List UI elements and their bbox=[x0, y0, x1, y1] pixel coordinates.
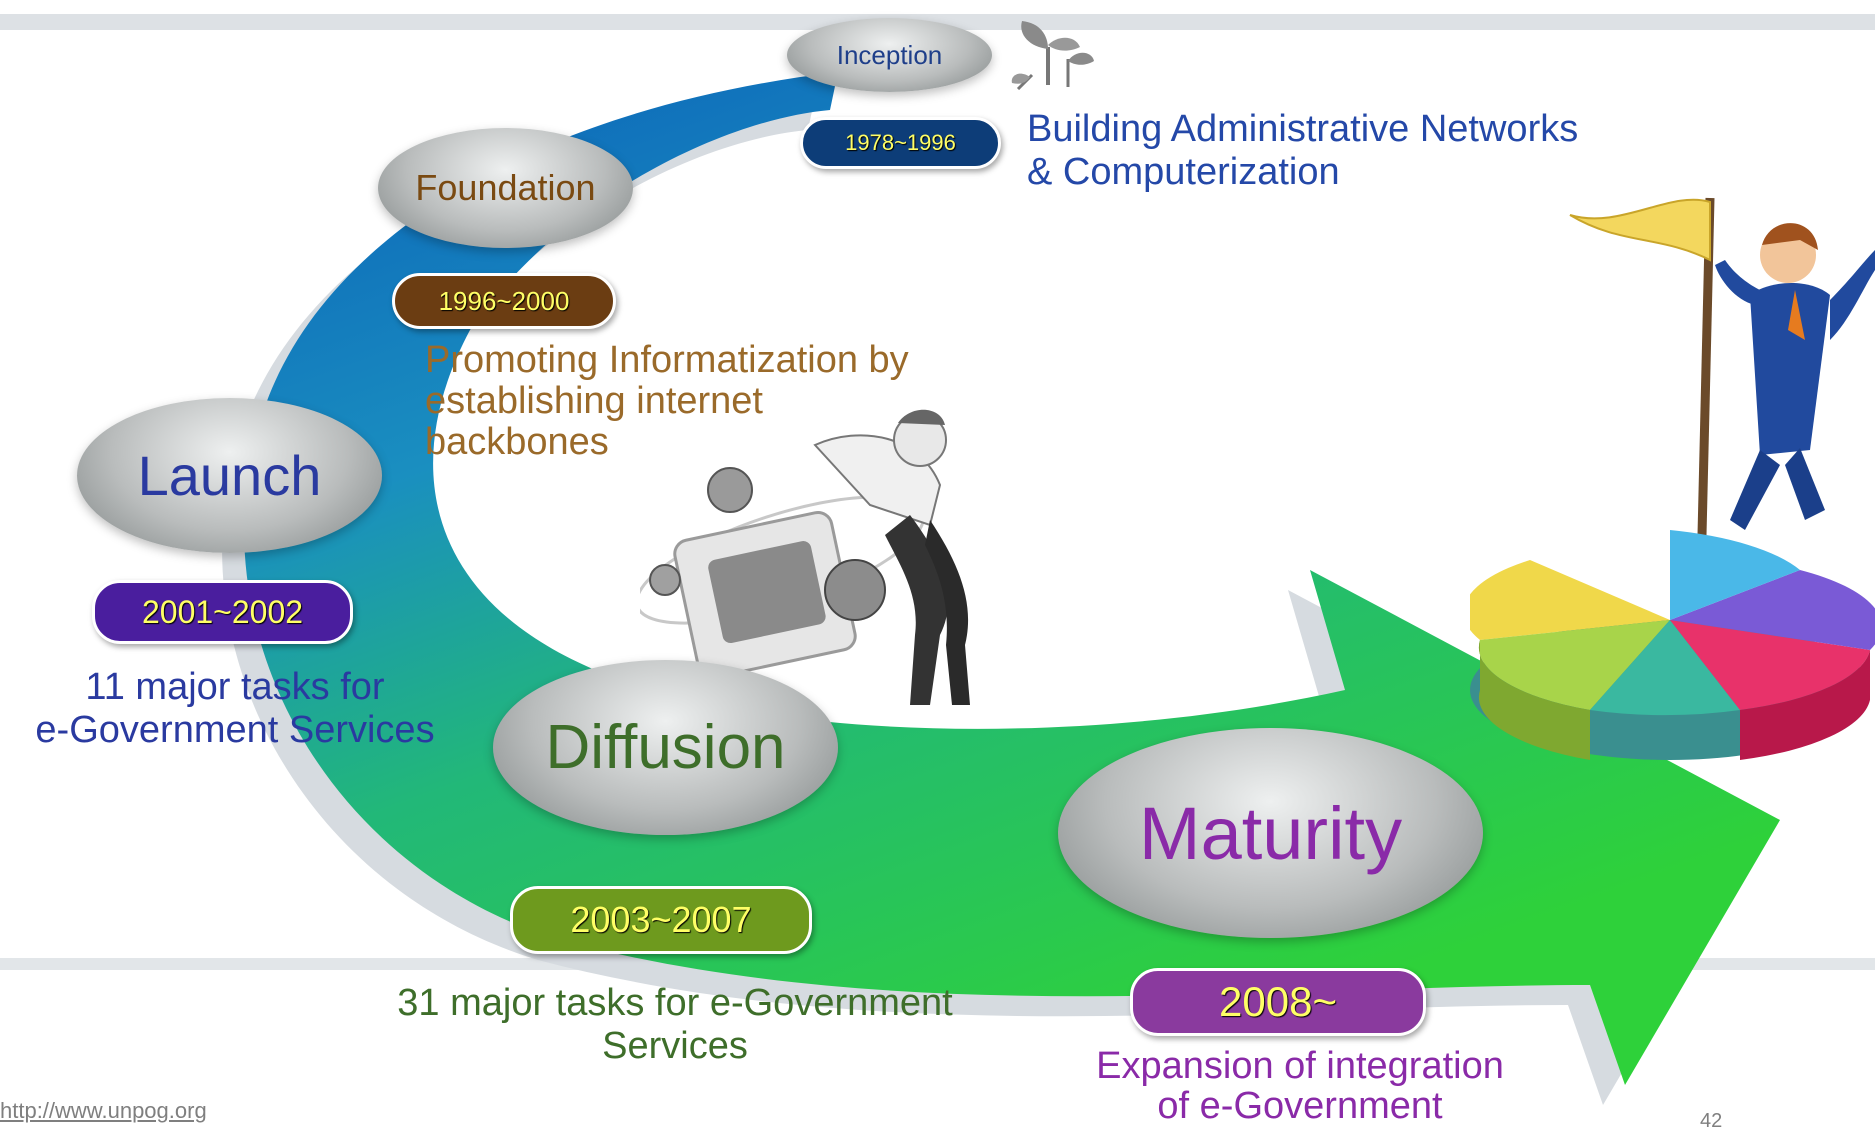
stage-maturity-label: Maturity bbox=[1138, 791, 1403, 875]
stage-inception-description: Building Administrative Networks & Compu… bbox=[1027, 108, 1578, 193]
stage-maturity-period-text: 2008~ bbox=[1219, 978, 1337, 1025]
stage-foundation-description: Promoting Informatization by establishin… bbox=[425, 339, 909, 464]
stage-diffusion-period: 2003~2007 bbox=[510, 886, 812, 954]
stage-foundation-description-line-1: Promoting Informatization by bbox=[425, 339, 909, 381]
stage-launch-period: 2001~2002 bbox=[92, 580, 353, 644]
stage-launch-description-line-2: e-Government Services bbox=[35, 708, 435, 751]
stage-diffusion-label: Diffusion bbox=[545, 713, 786, 782]
stage-launch-label: Launch bbox=[137, 444, 322, 507]
stage-inception-period: 1978~1996 bbox=[800, 117, 1001, 169]
stage-inception-description-line-1: Building Administrative Networks bbox=[1027, 108, 1579, 150]
stage-inception-ellipse: Inception bbox=[787, 18, 992, 92]
stage-inception-description-line-2: & Computerization bbox=[1027, 150, 1340, 193]
stage-foundation-period-text: 1996~2000 bbox=[438, 285, 570, 316]
man-computer-globe-icon bbox=[640, 409, 970, 705]
sprout-icon bbox=[1011, 21, 1094, 90]
stage-foundation-description-line-2: establishing internet bbox=[425, 380, 763, 423]
stage-diffusion-description: 31 major tasks for e-Government Services bbox=[330, 982, 1020, 1067]
footer-link[interactable]: http://www.unpog.org bbox=[0, 1098, 207, 1123]
stage-launch-description-line-1: 11 major tasks for bbox=[85, 666, 385, 708]
stage-diffusion-description-line-1: 31 major tasks for e-Government bbox=[397, 982, 953, 1024]
stage-diffusion-period-text: 2003~2007 bbox=[570, 899, 752, 940]
stage-diffusion-description-line-2: Services bbox=[602, 1024, 748, 1067]
stage-maturity-description: Expansion of integration of e-Government bbox=[1040, 1046, 1560, 1127]
stage-inception-period-text: 1978~1996 bbox=[845, 130, 956, 155]
stage-launch-period-text: 2001~2002 bbox=[141, 593, 304, 630]
businessman-flag-icon bbox=[1569, 197, 1875, 536]
stage-maturity-period: 2008~ bbox=[1130, 968, 1426, 1036]
stage-launch-description: 11 major tasks for e-Government Services bbox=[0, 666, 470, 751]
stage-diffusion-ellipse: Diffusion bbox=[493, 660, 838, 835]
stage-foundation-description-line-3: backbones bbox=[425, 421, 609, 464]
stage-foundation-label: Foundation bbox=[415, 167, 596, 208]
stage-foundation-ellipse: Foundation bbox=[378, 128, 633, 248]
pie-chart-icon bbox=[1470, 530, 1875, 760]
stage-inception-label: Inception bbox=[836, 39, 943, 70]
stage-maturity-description-line-2: of e-Government bbox=[1157, 1085, 1443, 1128]
page-number: 42 bbox=[1700, 1110, 1723, 1132]
stage-launch-ellipse: Launch bbox=[77, 398, 382, 553]
stage-maturity-description-line-1: Expansion of integration bbox=[1096, 1045, 1504, 1087]
stage-maturity-ellipse: Maturity bbox=[1058, 728, 1483, 938]
stage-foundation-period: 1996~2000 bbox=[392, 273, 616, 329]
